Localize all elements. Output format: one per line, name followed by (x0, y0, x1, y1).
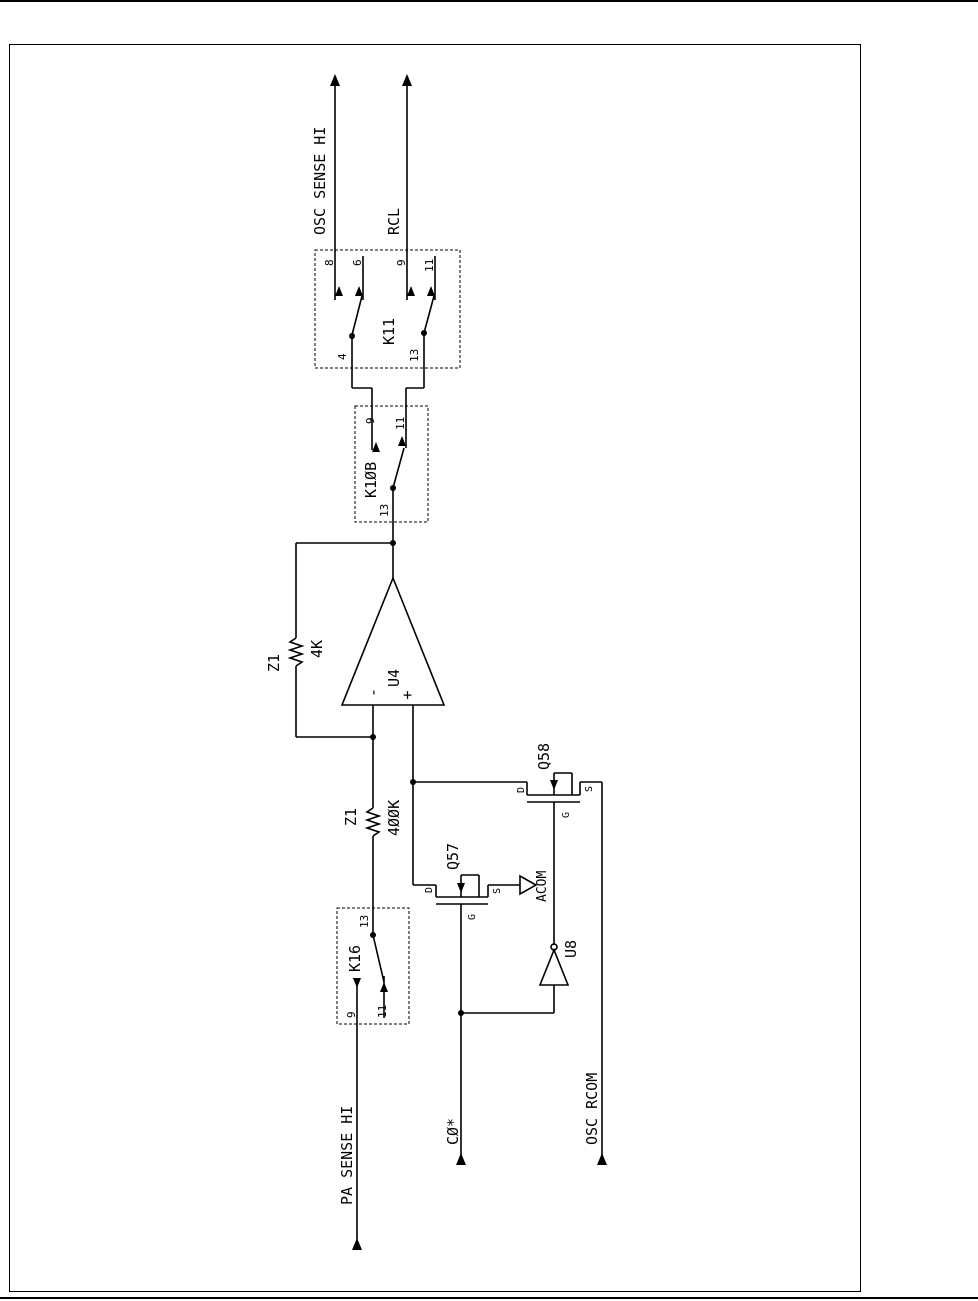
osc-rcom-line: OSC RCOM (583, 782, 607, 1165)
z1-4k-value: 4K (308, 640, 326, 658)
net-label-rcl: RCL (385, 208, 403, 235)
k10b-pin-9: 9 (364, 417, 377, 424)
q57-d: D (424, 887, 435, 893)
net-label-c0: CØ* (444, 1118, 462, 1145)
relay-k11: 8 6 9 11 4 13 K11 (314, 249, 461, 388)
k10b-ref: K1ØB (362, 462, 380, 498)
arrow-up-icon (330, 74, 340, 86)
c0-input: CØ* (444, 1118, 466, 1165)
k11-pin-11: 11 (423, 259, 436, 272)
relay-k10b: 9 11 13 K1ØB (354, 405, 429, 575)
rcl-output (402, 74, 412, 290)
arrow-up-icon (402, 74, 412, 86)
k10b-pin-13: 13 (378, 504, 391, 517)
u4-minus: - (364, 688, 382, 697)
u8-ref: U8 (562, 940, 580, 958)
z1-400k-value: 4ØØK (385, 800, 403, 836)
relay-k16: 13 9 11 K16 (336, 907, 410, 1090)
k11-ref: K11 (380, 318, 398, 345)
k16-pin-13: 13 (358, 915, 371, 928)
arrow-up-icon (352, 1238, 362, 1250)
net-label-osc-rcom: OSC RCOM (583, 1073, 601, 1145)
acom-ground-icon: ACOM (519, 871, 550, 902)
resistor-z1-400k: Z1 4ØØK (342, 800, 403, 935)
opamp-u4: - + U4 (340, 575, 446, 782)
q57-ref: Q57 (444, 843, 462, 870)
k16-pin-11: 11 (376, 1005, 389, 1018)
k11-pin-9: 9 (395, 259, 408, 266)
resistor-z1-4k: Z1 4K (265, 637, 326, 737)
q58-ref: Q58 (535, 743, 553, 770)
k11-pin-4: 4 (336, 353, 349, 360)
q57-s: S (492, 888, 503, 894)
u4-plus: + (403, 686, 412, 704)
z1-4k-ref: Z1 (265, 654, 283, 672)
arrow-up-icon (597, 1153, 607, 1165)
k11-pin-6: 6 (351, 259, 364, 266)
inverter-u8: U8 (538, 940, 580, 1013)
bottom-rule (0, 1297, 978, 1299)
osc-sense-hi-output (330, 74, 340, 290)
figure-frame (9, 44, 861, 1292)
z1-400k-ref: Z1 (342, 808, 360, 826)
q58-s: S (584, 786, 595, 792)
k10b-pin-11: 11 (394, 417, 407, 430)
u4-ref: U4 (385, 669, 403, 687)
k11-pin-13: 13 (408, 349, 421, 362)
arrow-up-icon (456, 1153, 466, 1165)
q58-g: G (561, 812, 572, 818)
q57-g: G (467, 914, 478, 920)
pa-sense-hi-input: PA SENSE HI (338, 1090, 362, 1250)
k16-pin-9: 9 (345, 1011, 358, 1018)
transistor-q58: D G S Q58 (516, 743, 602, 945)
net-label-osc-sense-hi: OSC SENSE HI (311, 127, 329, 235)
net-label-acom: ACOM (535, 871, 550, 902)
k11-pin-8: 8 (323, 259, 336, 266)
transistor-q57: D G S Q57 (424, 843, 520, 1165)
top-rule (0, 0, 978, 2)
q58-d: D (516, 787, 527, 793)
k16-ref: K16 (346, 945, 364, 972)
net-label-pa-sense-hi: PA SENSE HI (338, 1106, 356, 1205)
